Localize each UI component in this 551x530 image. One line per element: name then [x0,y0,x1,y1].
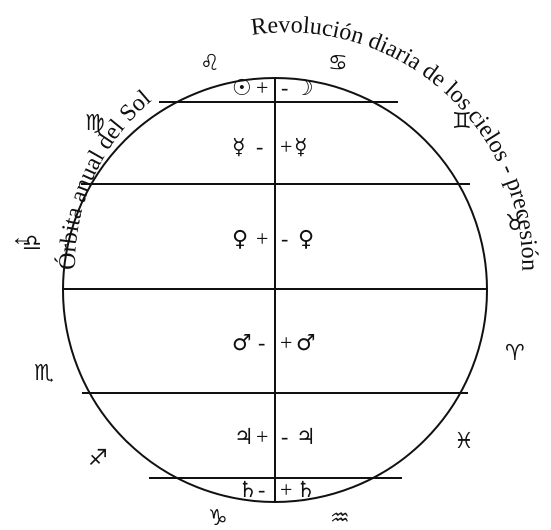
zodiac-libra-icon: ♎ [22,231,42,256]
zodiac-leo-icon: ♌ [200,51,220,76]
band-row: ♄ - + ♄ [238,477,316,503]
zodiac-capricorn-icon: ♑ [208,506,228,530]
mercury-icon: ☿ [294,135,308,160]
arc-label-left-arrow: ← [10,225,34,251]
mars-icon: ♂ [232,331,252,356]
mars-icon: ♂ [296,331,316,356]
jupiter-icon: ♃ [296,425,316,450]
zodiac-sagittarius-icon: ♐ [88,446,108,471]
moon-icon: ☽ [294,76,314,101]
saturn-icon: ♄ [296,478,316,503]
band-right-sign: - [281,226,288,251]
zodiac-aquarius-icon: ♒ [330,506,350,530]
zodiac-cancer-icon: ♋ [328,51,348,76]
band-row: ☿ - + ☿ [232,134,308,160]
zodiac-gemini-icon: ♊ [452,109,472,134]
band-left-sign: - [256,134,263,159]
band-row: ☉ + - ☽ [232,75,314,101]
band-left-sign: + [256,226,268,251]
band-left-sign: + [256,75,268,100]
band-right-sign: + [280,134,292,159]
band-right-sign: - [281,75,288,100]
band-left-sign: - [258,330,265,355]
band-right-sign: + [280,330,292,355]
zodiac-aries-icon: ♈ [505,341,525,366]
band-row: ♂ - + ♂ [232,330,316,356]
band-left-sign: - [258,477,265,502]
sun-icon: ☉ [232,76,252,101]
venus-icon: ♀ [232,227,248,252]
zodiac-virgo-icon: ♍ [85,111,105,136]
zodiac-taurus-icon: ♉ [505,211,525,236]
band-right-sign: + [280,477,292,502]
band-row: ♀ + - ♀ [232,226,314,252]
band-row: ♃ + - ♃ [234,424,316,450]
mercury-icon: ☿ [232,135,246,160]
band-right-sign: - [281,424,288,449]
saturn-icon: ♄ [238,478,258,503]
jupiter-icon: ♃ [234,425,254,450]
venus-icon: ♀ [298,227,314,252]
band-left-sign: + [256,424,268,449]
zodiac-pisces-icon: ♓ [454,429,474,454]
zodiac-scorpio-icon: ♏ [34,361,54,386]
